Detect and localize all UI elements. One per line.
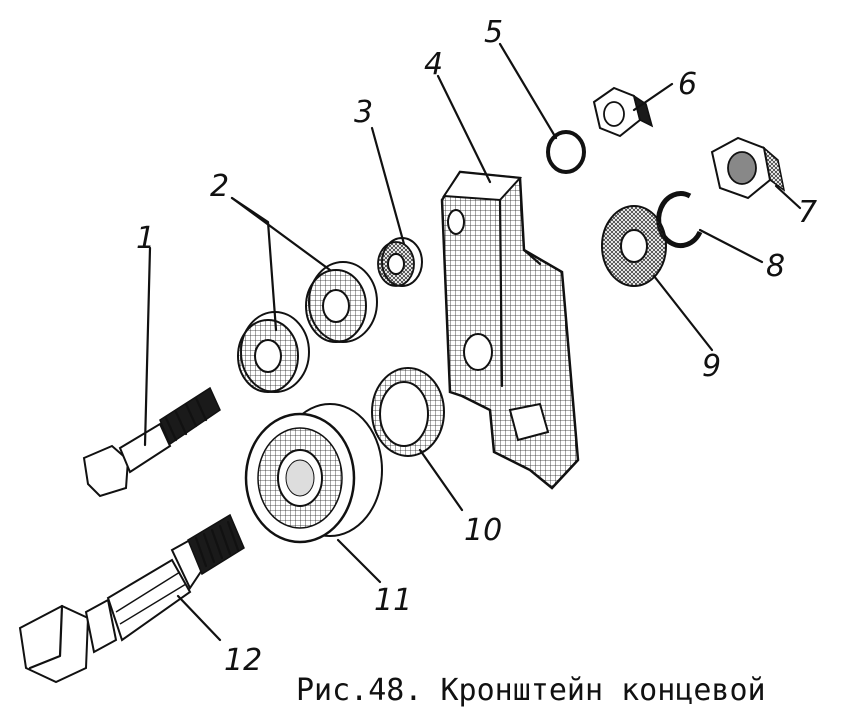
callout-10: 10 xyxy=(464,513,502,548)
callout-12: 12 xyxy=(224,643,262,678)
leader-3 xyxy=(370,126,406,246)
part-10-ring xyxy=(371,367,445,457)
callout-5: 5 xyxy=(484,15,503,50)
leader-7 xyxy=(774,184,802,210)
part-5-lock-washer xyxy=(546,130,586,174)
part-2-small-bearing-a xyxy=(237,311,310,393)
leader-9 xyxy=(652,274,714,352)
leader-6 xyxy=(632,82,674,112)
leader-5 xyxy=(498,42,558,140)
callout-6: 6 xyxy=(678,67,697,102)
leader-lines xyxy=(143,42,802,642)
callout-3: 3 xyxy=(354,95,373,130)
leader-2a xyxy=(230,196,278,332)
callout-7: 7 xyxy=(798,195,817,230)
leader-1 xyxy=(143,246,152,447)
leader-11 xyxy=(336,538,382,584)
part-3-spacer xyxy=(377,237,423,287)
callout-4: 4 xyxy=(424,47,443,82)
callout-2: 2 xyxy=(210,169,229,204)
callout-11: 11 xyxy=(374,583,412,618)
part-1-short-bolt xyxy=(82,386,221,498)
part-11-large-bearing xyxy=(244,403,383,544)
callout-9: 9 xyxy=(702,349,721,384)
leader-2b xyxy=(230,196,332,272)
figure-caption: Рис.48. Кронштейн концевой xyxy=(296,673,766,708)
part-2-small-bearing-b xyxy=(305,261,378,343)
callout-1: 1 xyxy=(136,221,155,256)
leader-10 xyxy=(418,448,464,512)
part-7-large-nut xyxy=(710,136,786,200)
leader-12 xyxy=(176,594,222,642)
part-6-small-nut xyxy=(592,86,654,138)
part-4-bracket-plate xyxy=(440,170,580,490)
callout-8: 8 xyxy=(766,249,785,284)
callout-labels: 1 2 3 4 5 6 7 8 9 10 11 12 xyxy=(136,15,817,678)
part-9-flat-washer xyxy=(601,205,667,287)
leader-4 xyxy=(436,74,492,184)
leader-8 xyxy=(698,228,764,264)
part-12-long-bolt xyxy=(18,513,245,684)
